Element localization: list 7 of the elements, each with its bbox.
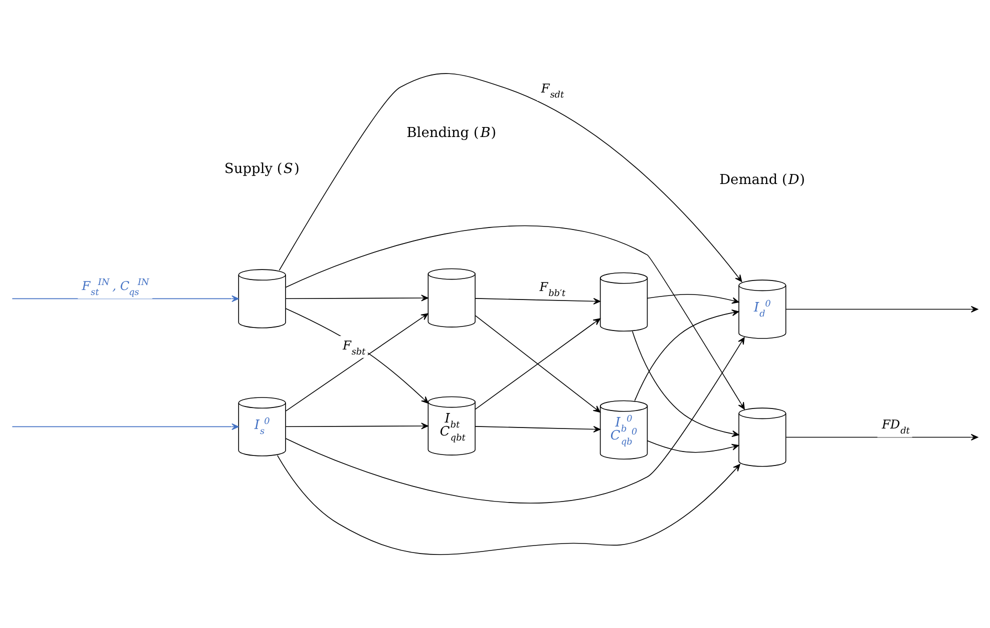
label: Demand (D) [719, 172, 805, 188]
edge-label: F$_{sdt}$ [541, 82, 564, 101]
edge-label: F$_{sbt}$ [342, 338, 366, 358]
label: Blending (B) [406, 124, 496, 141]
edge-label: FD$_{dt}$ [882, 418, 910, 437]
label: Supply (S) [224, 161, 300, 178]
edge-label: F$_{bb′t}$ [540, 280, 566, 300]
